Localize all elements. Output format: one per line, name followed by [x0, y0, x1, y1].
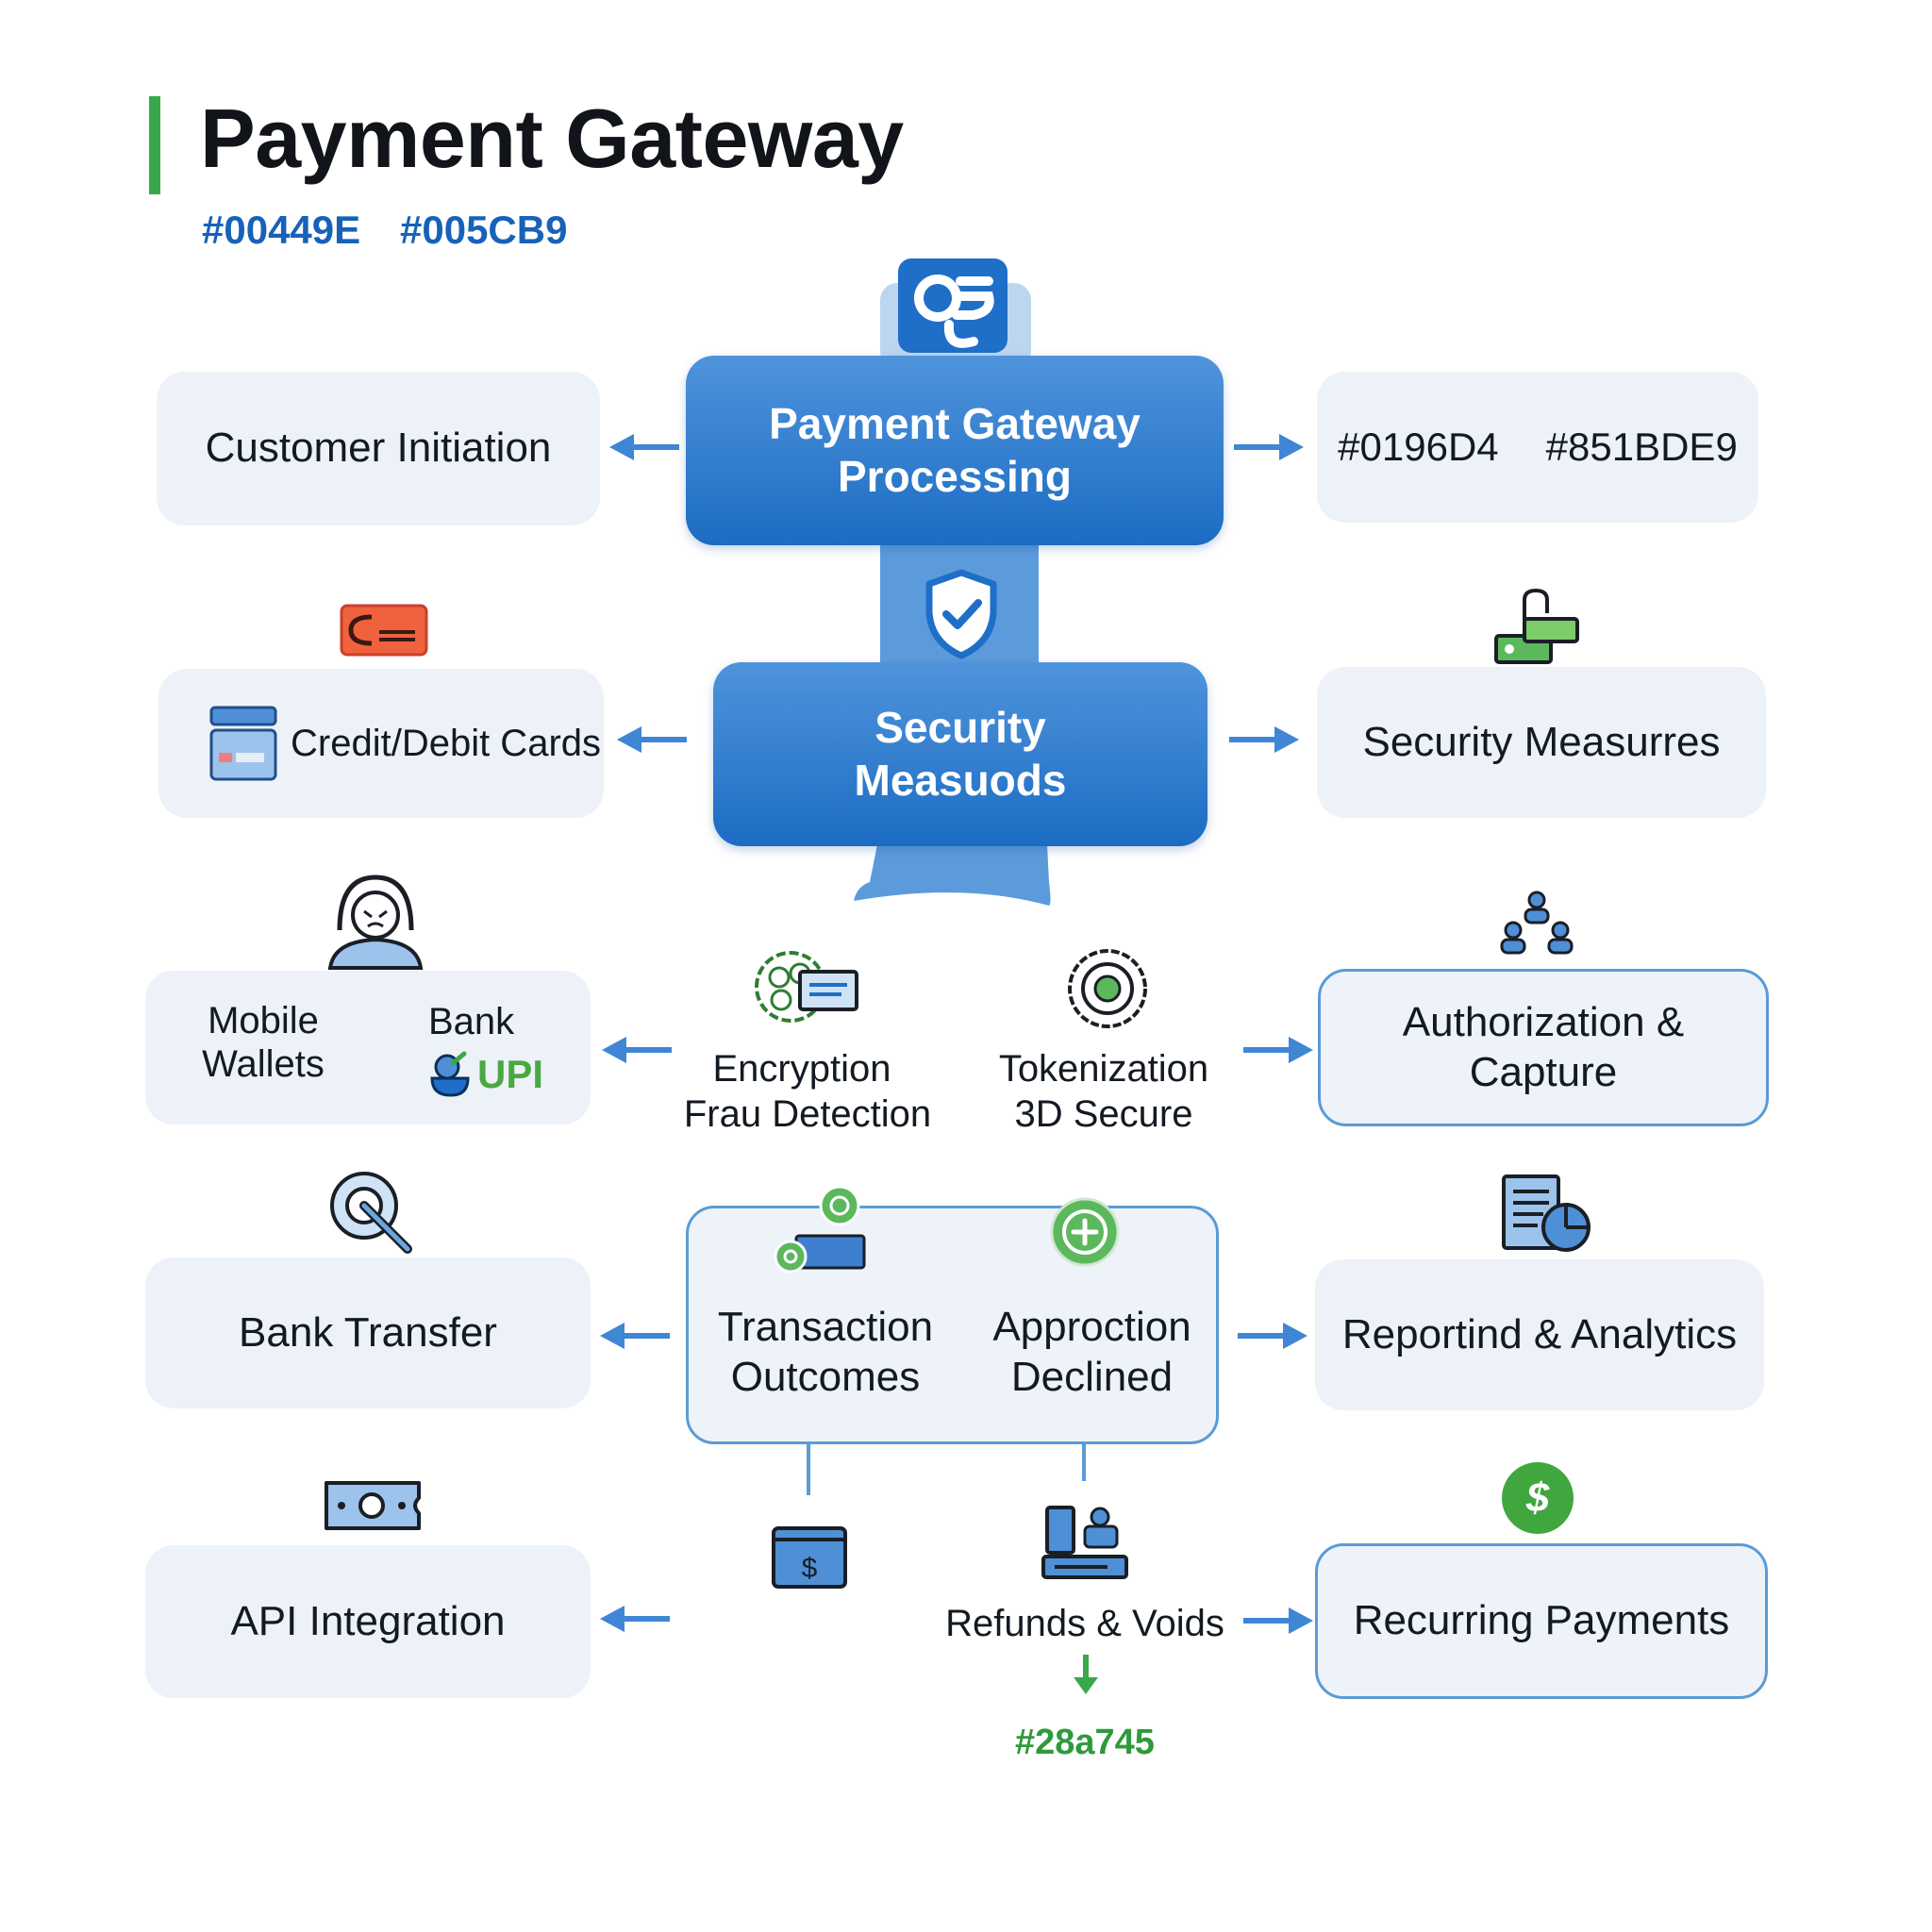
- refund-hex-label: #28a745: [1015, 1723, 1155, 1762]
- recurring-payments-box[interactable]: Recurring Payments: [1315, 1543, 1768, 1699]
- reporting-label: Reportind & Analytics: [1341, 1310, 1738, 1357]
- customer-initiation-label: Customer Initiation: [205, 425, 552, 472]
- upi-hand-icon: [430, 1051, 470, 1097]
- mobile-wallets-box[interactable]: Mobile Wallets Bank UPI: [145, 971, 591, 1124]
- approve-plus-icon: [1050, 1197, 1120, 1267]
- right-hex-2: #851BDE9: [1545, 424, 1738, 469]
- security-line1: Security: [874, 703, 1046, 753]
- processing-node[interactable]: Payment Gateway Processing: [686, 356, 1224, 545]
- encryption-icon: [755, 951, 858, 1023]
- card-icon: [340, 604, 428, 657]
- svg-text:$: $: [802, 1553, 818, 1584]
- bank-label: Bank: [428, 1001, 515, 1042]
- three-d-secure-label: 3D Secure: [1014, 1093, 1193, 1135]
- cards-label: Credit/Debit Cards: [291, 723, 602, 764]
- refund-terminal-icon: [1041, 1506, 1128, 1579]
- right-hex-box[interactable]: #0196D4 #851BDE9: [1317, 372, 1758, 523]
- transaction-outcomes-box[interactable]: Transaction Outcomes Approction Declined: [686, 1206, 1219, 1444]
- fraud-detection-label: Frau Detection: [683, 1093, 932, 1135]
- mobile-wallet-user-icon: [327, 874, 424, 970]
- authorization-capture-box[interactable]: Authorization & Capture: [1318, 969, 1769, 1126]
- page-title: Payment Gateway: [200, 92, 904, 185]
- lock-money-icon: [1494, 588, 1579, 664]
- customer-initiation-box[interactable]: Customer Initiation: [157, 372, 600, 525]
- report-document-icon: [1502, 1174, 1591, 1252]
- shield-check-icon: [925, 569, 997, 659]
- right-hex-1: #0196D4: [1338, 424, 1499, 469]
- gateway-logo-icon: [898, 258, 1008, 353]
- encryption-label: Encryption: [712, 1048, 891, 1090]
- api-integration-label: API Integration: [230, 1597, 506, 1644]
- approval-line1: Approction: [992, 1304, 1191, 1350]
- transaction-card-icon: [774, 1185, 866, 1274]
- green-down-arrow-icon: [1074, 1655, 1098, 1694]
- security-measures-label: Security Measurres: [1362, 718, 1721, 765]
- recurring-label: Recurring Payments: [1353, 1597, 1730, 1644]
- org-users-icon: [1500, 891, 1574, 955]
- credit-card-icon: [209, 706, 277, 781]
- security-node[interactable]: Security Measuods: [713, 662, 1208, 846]
- mobile-wallets-line1: Mobile: [208, 1000, 319, 1041]
- bank-transfer-box[interactable]: Bank Transfer: [145, 1257, 591, 1408]
- tokenization-label: Tokenization: [998, 1048, 1209, 1090]
- bank-transfer-touch-icon: [330, 1172, 412, 1254]
- header-hex-2: #005CB9: [400, 208, 568, 252]
- svg-text:$: $: [1525, 1474, 1550, 1521]
- approval-line2: Declined: [1010, 1353, 1174, 1400]
- reporting-analytics-box[interactable]: Reportind & Analytics: [1315, 1259, 1764, 1410]
- api-integration-box[interactable]: API Integration: [145, 1545, 591, 1698]
- title-accent-bar: [149, 96, 160, 194]
- security-measures-box[interactable]: Security Measurres: [1317, 667, 1766, 818]
- authorization-line2: Capture: [1469, 1048, 1618, 1095]
- cards-box[interactable]: Credit/Debit Cards: [158, 669, 604, 818]
- mobile-wallets-line2: Wallets: [202, 1043, 325, 1085]
- upi-label: UPI: [477, 1052, 544, 1096]
- processing-line1: Payment Gateway: [769, 399, 1141, 449]
- dollar-coin-icon: $: [1502, 1462, 1574, 1534]
- refunds-label: Refunds & Voids: [945, 1603, 1224, 1644]
- security-line2: Measuods: [854, 755, 1067, 805]
- outcomes-line2: Outcomes: [730, 1353, 921, 1400]
- tokenization-icon: [1068, 949, 1147, 1028]
- processing-line2: Processing: [838, 451, 1072, 501]
- header-hex-1: #00449E: [202, 208, 361, 252]
- authorization-line1: Authorization &: [1402, 998, 1685, 1045]
- money-bill-icon: [325, 1481, 421, 1530]
- outcomes-line1: Transaction: [717, 1304, 934, 1350]
- payment-terminal-icon: $: [772, 1526, 847, 1589]
- bank-transfer-label: Bank Transfer: [239, 1308, 497, 1356]
